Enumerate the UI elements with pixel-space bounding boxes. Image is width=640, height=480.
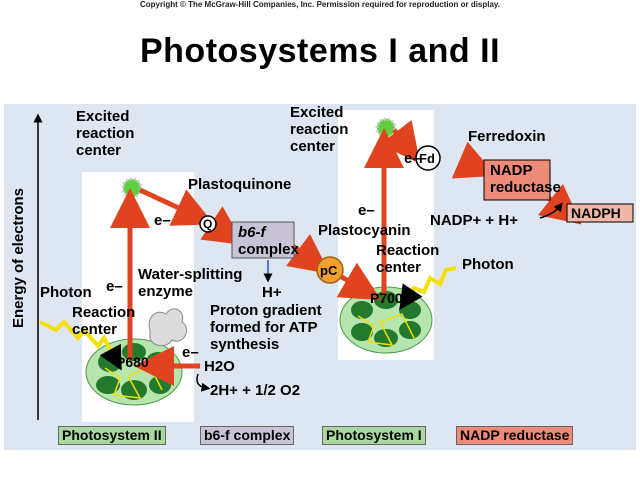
legend-photosystem-2: Photosystem II bbox=[58, 426, 166, 445]
q-circle bbox=[199, 215, 217, 233]
photon-ps2 bbox=[39, 319, 122, 371]
pc-circle bbox=[316, 256, 344, 284]
legend-photosystem-1: Photosystem I bbox=[322, 426, 426, 445]
arrow-nadp-plus bbox=[539, 202, 563, 219]
h2o-label: H2O bbox=[204, 358, 235, 375]
b6f-box bbox=[231, 221, 295, 259]
p700-label: P700 bbox=[370, 290, 403, 306]
e-minus-h2o: e– bbox=[182, 344, 199, 361]
y-axis-label: Energy of electrons bbox=[10, 187, 27, 329]
h-plus-label: H+ bbox=[262, 284, 282, 301]
photon-ps2-label: Photon bbox=[40, 284, 92, 301]
e-minus-fd: e– bbox=[404, 150, 421, 167]
e-minus-pc: e– bbox=[358, 202, 375, 219]
nadp-reductase-box bbox=[483, 159, 551, 201]
ps2-chloroplast bbox=[85, 338, 183, 406]
arrow-fd-to-nadp bbox=[451, 141, 497, 179]
excited-rc-ps1 bbox=[375, 117, 397, 139]
excited-rc-ps2 bbox=[121, 177, 143, 199]
legend-nadp-reductase: NADP reductase bbox=[456, 426, 574, 445]
legend-b6f-complex: b6-f complex bbox=[200, 426, 295, 445]
pc-text: pC bbox=[320, 263, 338, 278]
arrow-water-products bbox=[196, 373, 211, 392]
products-label: 2H+ + 1/2 O2 bbox=[210, 382, 301, 399]
diagram-title: Photosystems I and II bbox=[139, 32, 501, 70]
nadp-plus-h-label: NADP+ + H+ bbox=[430, 212, 518, 229]
plastocyanin-label: Plastocyanin bbox=[318, 222, 411, 239]
fd-circle bbox=[415, 145, 441, 171]
nadph-box bbox=[566, 203, 634, 223]
arrow-to-q bbox=[138, 187, 215, 226]
fd-text: Fd bbox=[419, 151, 435, 166]
p680-label: P680 bbox=[116, 354, 149, 370]
photon-ps1-label: Photon bbox=[462, 256, 514, 273]
e-minus-ps2: e– bbox=[106, 278, 123, 295]
q-text: Q bbox=[203, 217, 213, 231]
photon-ps1 bbox=[399, 266, 457, 310]
e-minus-q: e– bbox=[154, 212, 171, 229]
arrow-to-fd bbox=[379, 119, 421, 164]
copyright-notice: Copyright © The McGraw-Hill Companies, I… bbox=[139, 0, 501, 9]
water-splitting-enzyme bbox=[148, 308, 187, 347]
ferredoxin-label: Ferredoxin bbox=[468, 128, 546, 145]
arrow-q-to-b6f bbox=[200, 206, 245, 246]
arrow-pc-to-p700 bbox=[336, 262, 382, 301]
nadph-text: NADPH bbox=[571, 205, 621, 221]
plastoquinone-label: Plastoquinone bbox=[188, 176, 292, 193]
